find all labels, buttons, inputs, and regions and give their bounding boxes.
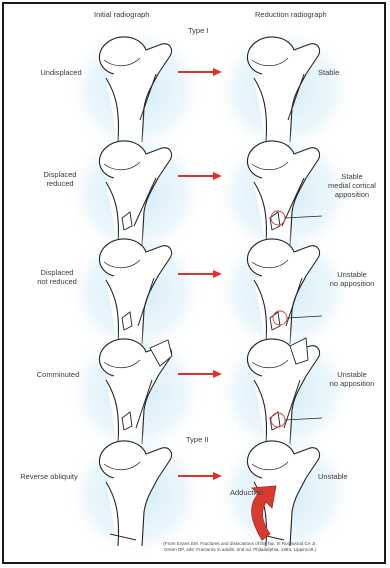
- row-reverse-obliquity-label: Reverse obliquity: [6, 472, 92, 481]
- row-displaced-reduced-label: Displaced reduced: [28, 170, 92, 188]
- adduction-label: Adduction: [230, 488, 263, 497]
- figure-caption: (From Evans EM. Fractures and dislocatio…: [150, 541, 330, 553]
- row-displaced-reduced-result: Stable medial cortical apposition: [320, 172, 384, 199]
- row-comminuted-result: Unstable no apposition: [320, 370, 384, 388]
- header-reduction-radiograph: Reduction radiograph: [255, 10, 327, 19]
- header-initial-radiograph: Initial radiograph: [94, 10, 149, 19]
- row-undisplaced-result: Stable: [318, 68, 378, 77]
- type-2-label: Type II: [186, 435, 209, 444]
- row-undisplaced-label: Undisplaced: [30, 68, 92, 77]
- row-displaced-not-reduced-result: Unstable no apposition: [320, 270, 384, 288]
- row-comminuted-label: Comminuted: [24, 370, 92, 379]
- type-1-label: Type I: [188, 26, 208, 35]
- row-displaced-not-reduced-label: Displaced not reduced: [22, 268, 92, 286]
- row-reverse-obliquity-result: Unstable: [318, 472, 378, 481]
